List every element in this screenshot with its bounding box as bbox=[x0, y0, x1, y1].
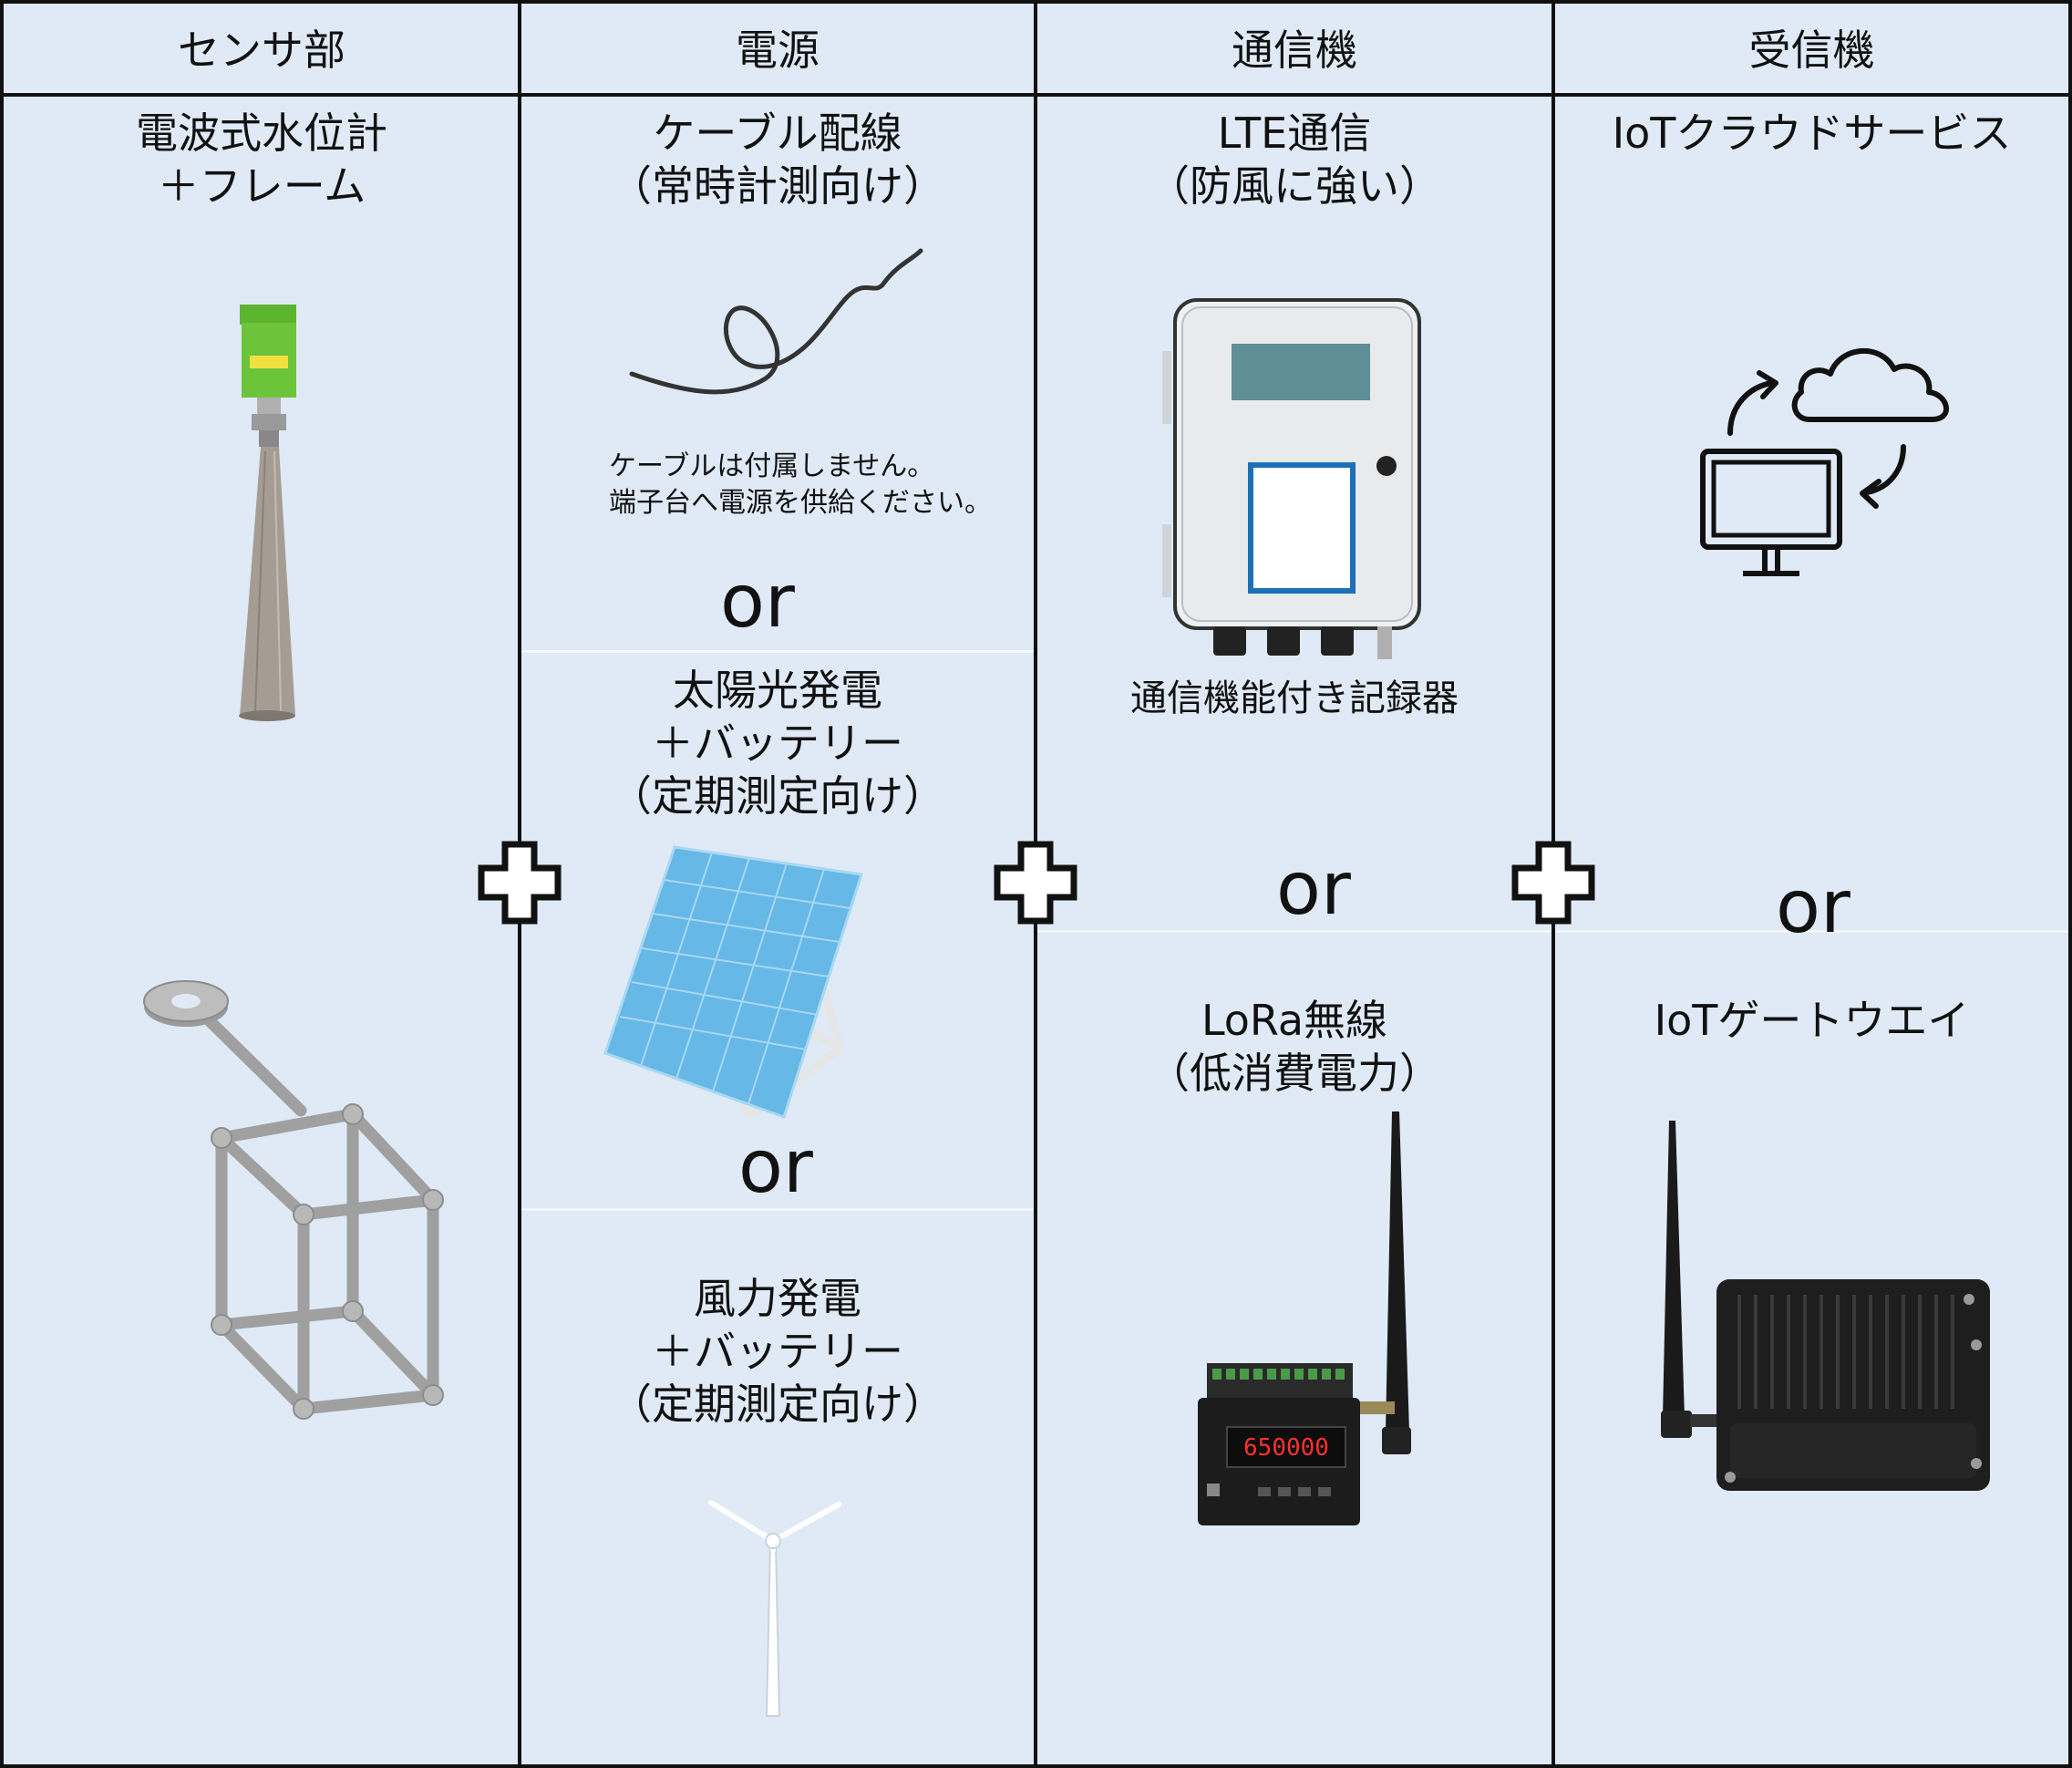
cloud-title: IoTクラウドサービス bbox=[1612, 109, 2012, 158]
grid-line-left bbox=[0, 0, 4, 1768]
mounting-frame-icon bbox=[143, 980, 444, 1420]
solar-title-3: （定期測定向け） bbox=[610, 771, 945, 821]
radar-level-sensor-icon bbox=[239, 305, 296, 721]
iot-gateway-icon bbox=[1661, 1121, 1990, 1491]
cable-icon bbox=[629, 248, 923, 395]
power-separator-1 bbox=[521, 650, 1034, 653]
cable-title-2: （常時計測向け） bbox=[610, 161, 945, 211]
solar-title-2: ＋バッテリー bbox=[652, 719, 903, 768]
header-comm: 通信機 bbox=[1037, 0, 1551, 95]
power-or-2: or bbox=[738, 1124, 813, 1209]
comm-or: or bbox=[1276, 846, 1351, 931]
cable-note-1: ケーブルは付属しません。 bbox=[609, 450, 935, 482]
power-or-1: or bbox=[720, 559, 795, 644]
header-receiver: 受信機 bbox=[1555, 0, 2068, 95]
grid-line-right bbox=[2068, 0, 2072, 1768]
lora-title-1: LoRa無線 bbox=[1201, 996, 1388, 1045]
lora-title-2: （低消費電力） bbox=[1148, 1049, 1441, 1098]
header-power: 電源 bbox=[521, 0, 1034, 95]
grid-line-top bbox=[0, 0, 2072, 4]
header-divider bbox=[0, 93, 2072, 97]
plus-icon bbox=[478, 841, 562, 925]
lte-title-2: （防風に強い） bbox=[1148, 161, 1441, 211]
header-power-label: 電源 bbox=[736, 26, 820, 75]
data-logger-icon bbox=[1162, 298, 1421, 659]
cable-note-2: 端子台へ電源を供給ください。 bbox=[609, 487, 992, 519]
cable-title-1: ケーブル配線 bbox=[653, 109, 902, 158]
sensor-title-2: ＋フレーム bbox=[157, 161, 366, 211]
grid-line-bottom bbox=[0, 1764, 2072, 1768]
wind-title-1: 風力発電 bbox=[694, 1274, 861, 1323]
wind-title-3: （定期測定向け） bbox=[610, 1380, 945, 1429]
cloud-sync-icon bbox=[1700, 347, 1950, 576]
plus-icon bbox=[994, 841, 1077, 925]
plus-icon bbox=[1511, 841, 1595, 925]
solar-panel-icon bbox=[603, 845, 863, 1121]
header-sensor: センサ部 bbox=[4, 0, 520, 95]
wind-turbine-icon bbox=[708, 1500, 841, 1717]
header-comm-label: 通信機 bbox=[1232, 26, 1357, 75]
header-receiver-label: 受信機 bbox=[1748, 26, 1875, 75]
lte-title-1: LTE通信 bbox=[1217, 109, 1372, 158]
logger-caption: 通信機能付き記録器 bbox=[1130, 677, 1459, 719]
lora-display-readout: 650000 bbox=[1243, 1434, 1329, 1462]
gateway-title: IoTゲートウエイ bbox=[1654, 996, 1970, 1045]
solar-title-1: 太陽光発電 bbox=[673, 666, 882, 715]
lora-transmitter-icon: 650000 bbox=[1198, 1111, 1411, 1525]
wind-title-2: ＋バッテリー bbox=[652, 1327, 903, 1376]
power-separator-2 bbox=[521, 1208, 1034, 1211]
header-sensor-label: センサ部 bbox=[178, 26, 345, 75]
sensor-title-1: 電波式水位計 bbox=[136, 109, 387, 158]
receiver-or: or bbox=[1776, 864, 1850, 949]
